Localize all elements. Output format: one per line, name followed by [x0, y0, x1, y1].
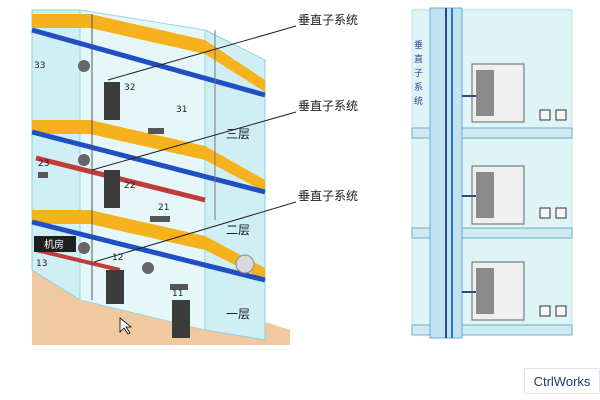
right-slab-1 — [411, 127, 573, 139]
right-slab-2 — [411, 227, 573, 239]
server-room-sign-text: 机房 — [44, 238, 64, 251]
wall-outlets — [539, 109, 567, 317]
room-number-31: 31 — [176, 105, 187, 115]
camera-icon — [235, 254, 255, 274]
watermark-logo: CtrlWorks — [524, 368, 600, 394]
server-room-sign — [34, 236, 76, 252]
room-number-12: 12 — [112, 253, 123, 263]
backbone-cable-upper — [35, 155, 206, 203]
equipment-cabinet-upper — [462, 63, 525, 123]
mouse-cursor-icon — [119, 317, 133, 335]
room-number-23: 23 — [38, 159, 49, 169]
callout-label-1: 垂直子系统 — [298, 13, 358, 27]
floor-label-2: 二层 — [226, 223, 250, 237]
beam-top — [31, 27, 266, 98]
callout-leader-3 — [93, 201, 297, 263]
side-char-2: 直 — [414, 53, 423, 65]
right-slab-3 — [411, 324, 573, 336]
room-number-32: 32 — [124, 83, 135, 93]
rack-floor-1b — [172, 300, 190, 338]
side-char-3: 子 — [414, 68, 423, 79]
room-number-11: 11 — [172, 289, 183, 299]
room-number-13: 13 — [36, 259, 47, 269]
floor-label-3: 三层 — [226, 127, 250, 141]
rack-floor-3 — [104, 82, 120, 120]
beam-second — [31, 219, 266, 283]
beam-third — [31, 129, 266, 195]
equipment-cabinet-lower — [462, 261, 525, 321]
side-char-4: 系 — [414, 82, 423, 93]
side-char-1: 垂 — [414, 39, 423, 51]
equipment-cabinet-middle — [462, 165, 525, 225]
side-char-5: 统 — [414, 95, 423, 107]
callout-label-3: 垂直子系统 — [298, 189, 358, 203]
workstation-icons — [38, 60, 188, 290]
second-floor-slab — [32, 210, 265, 280]
floor-label-1: 一层 — [226, 307, 250, 321]
callout-leader-1 — [107, 25, 297, 81]
rack-floor-1 — [106, 270, 124, 304]
third-floor-slab — [32, 120, 265, 192]
room-number-33: 33 — [34, 61, 45, 71]
left-building-cutaway: 机房 33 32 31 23 22 21 13 12 11 三层 二层 一层 垂… — [31, 8, 410, 345]
rack-floor-2 — [104, 170, 120, 208]
callout-leader-2 — [91, 111, 297, 171]
room-number-21: 21 — [158, 203, 169, 213]
backbone-cable-lower — [35, 248, 121, 272]
callout-label-2: 垂直子系统 — [298, 99, 358, 113]
top-floor-slab — [32, 14, 265, 92]
right-building-section: 垂 直 子 系 统 — [411, 7, 573, 339]
room-number-22: 22 — [124, 181, 135, 191]
